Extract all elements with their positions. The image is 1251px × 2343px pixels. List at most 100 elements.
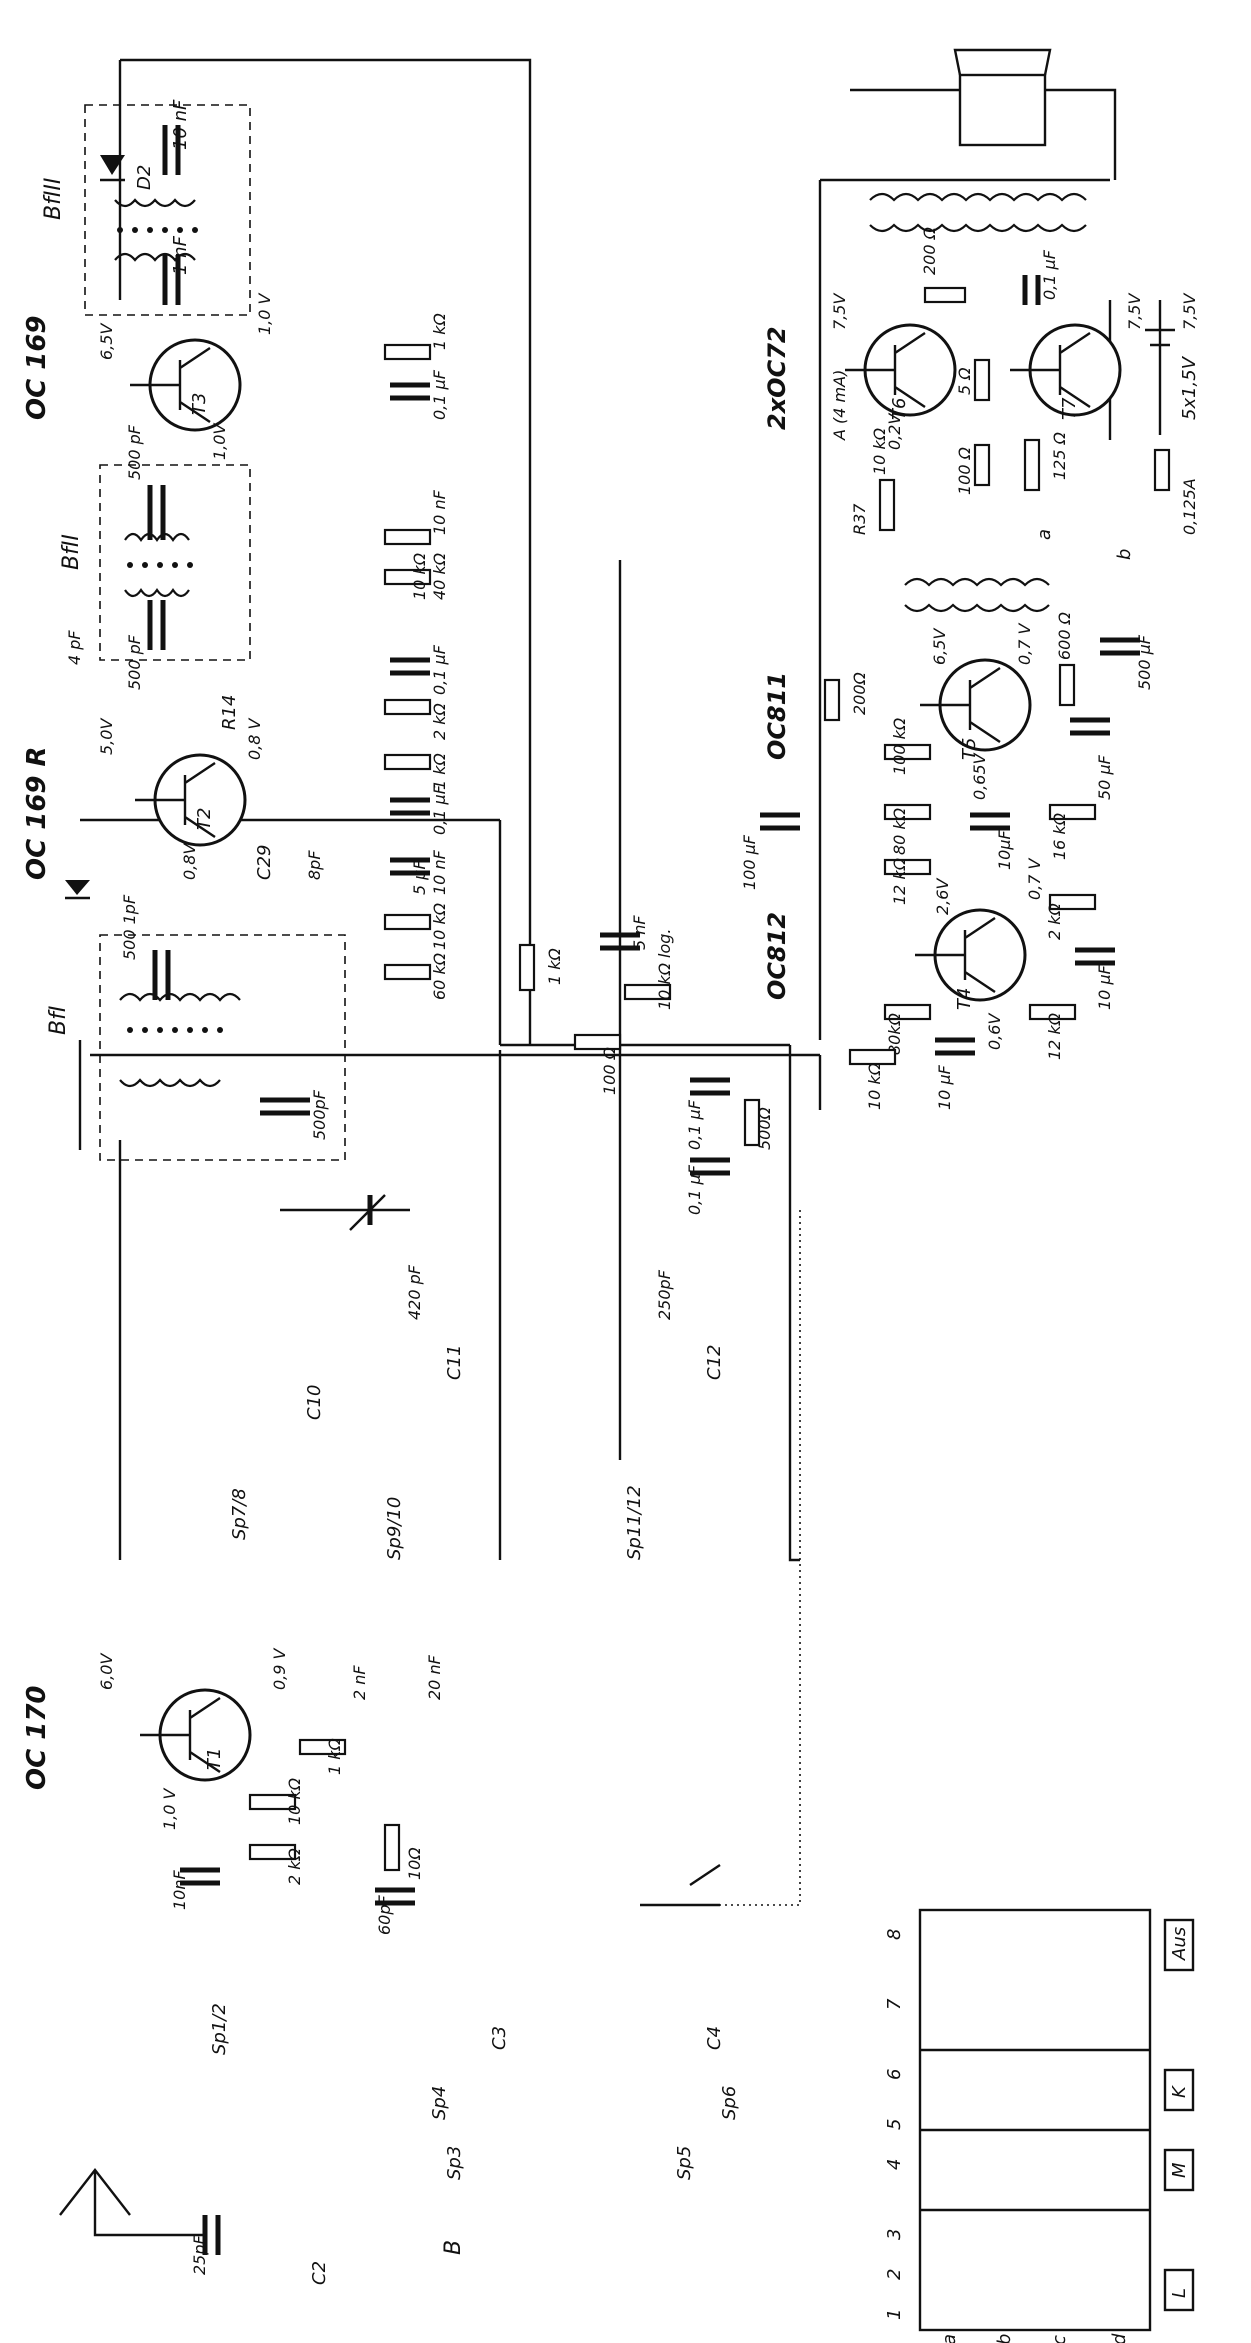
t2-b-volt: 0,8V [180, 843, 199, 880]
c-01uf-out: 0,1 μF [1040, 249, 1059, 300]
legend-col-3: 3 [884, 2229, 905, 2240]
button-m[interactable] [1163, 2148, 1195, 2192]
t4-b-volt: 0,6V [985, 1013, 1004, 1050]
r-40k: 40 kΩ [430, 552, 449, 600]
t5-ref: T5 [959, 738, 980, 760]
c12-label: C12 [704, 1345, 725, 1380]
c-500uf: 500 μF [1135, 634, 1154, 690]
r-1k-t1: 1 kΩ [325, 1737, 344, 1775]
sp910-label: Sp9/10 [384, 1497, 405, 1560]
if-passives: 1 kΩ 0,1 μF 10 nF 40 kΩ 10 kΩ 0,1 μF 2 k… [383, 312, 774, 1215]
t6-b-volt: 0,2V [885, 413, 904, 450]
legend-row-a: a [939, 2334, 960, 2343]
transistor-t5: T5 OC811 6,5V 0,7 V 0,65V [763, 622, 1034, 800]
r-2k-t2: 2 kΩ [430, 702, 449, 740]
c-1nf-bf3: 1 nF [170, 235, 191, 275]
c10-label: C10 [304, 1385, 325, 1420]
r-200-out: 200 Ω [920, 226, 939, 275]
button-k[interactable] [1163, 2068, 1195, 2112]
point-b-antenna: B [441, 2240, 466, 2255]
c-2nf: 2 nF [350, 1665, 369, 1700]
meter-label: A (4 mA) [830, 370, 849, 441]
r-100k: 100 kΩ [890, 717, 909, 775]
r-5: 5 Ω [955, 367, 974, 395]
t6-ref: T6 [889, 398, 910, 420]
legend-row-d: d [1109, 2333, 1130, 2343]
transistor-t1: T1 OC 170 6,0V 0,9 V 1,0 V [22, 1647, 289, 1830]
t5-type: OC811 [763, 672, 791, 760]
r-100-out: 100 Ω [955, 446, 974, 495]
c-10nf-bf3: 10 nF [170, 99, 191, 150]
pot-125: 125 Ω [1050, 431, 1069, 480]
legend-col-4: 4 [884, 2159, 905, 2170]
c-500pf-bf1: 500pF [310, 1089, 329, 1140]
point-b: b [1114, 549, 1135, 560]
c-100uf: 100 μF [740, 834, 759, 890]
r-10k-bf2: 10 kΩ [410, 552, 429, 600]
sp1112-label: Sp11/12 [624, 1485, 645, 1560]
r-80k: 80kΩ [885, 1012, 904, 1055]
t1-c-volt: 6,0V [97, 1653, 116, 1690]
t5-b-volt: 0,65V [970, 752, 989, 800]
t7-ref: T7 [1059, 397, 1080, 420]
t5-c-volt: 6,5V [930, 628, 949, 665]
c-01uf-e: 0,1 μF [685, 1164, 704, 1215]
button-l[interactable] [1163, 2268, 1195, 2312]
t2-e-volt: 0,8 V [245, 717, 264, 760]
c-01uf-d: 0,1 μF [685, 1099, 704, 1150]
c-500-1pf: 500 1pF [120, 894, 139, 960]
c-10uf-t4: 10 μF [1095, 964, 1114, 1010]
legend-col-8: 8 [884, 1929, 905, 1940]
c-500pf-bf2b: 500 pF [125, 634, 144, 690]
legend-col-1: 1 [884, 2309, 905, 2320]
button-aus[interactable] [1163, 1918, 1195, 1972]
c-25pf: 25pF [190, 2234, 209, 2275]
c-8pf: 8pF [305, 850, 324, 880]
output-stage: 200 Ω 0,1 μF 5 Ω 100 Ω 125 Ω R37 10 kΩ A… [823, 48, 1200, 800]
r-200ohm: 200Ω [850, 671, 869, 715]
c-10nf-a: 10nF [170, 1870, 189, 1911]
transistor-t4: T4 OC812 2,6V 0,7 V 0,6V [763, 857, 1044, 1050]
t2-type: OC 169 R [22, 746, 52, 880]
if-transformer-bf1: BfI 500 1pF 500pF [46, 894, 346, 1161]
button-l-label: L [1169, 2288, 1190, 2298]
c4-label: C4 [704, 2026, 725, 2050]
sp4-label: Sp4 [429, 2086, 450, 2120]
c-60pf: 60pF [375, 1894, 394, 1935]
r-1k-t3: 1 kΩ [430, 312, 449, 350]
legend-row-c: c [1049, 2335, 1070, 2343]
r-10k-t1: 10 kΩ [285, 1777, 304, 1825]
c11-label: C11 [444, 1345, 465, 1380]
r-2k: 2 kΩ [285, 1847, 304, 1885]
c29-label: C29 [254, 845, 275, 880]
t1-e-volt: 0,9 V [270, 1647, 289, 1690]
r-60k: 60 kΩ [430, 952, 449, 1000]
t1-b-volt: 1,0 V [160, 1787, 179, 1830]
sp5-label: Sp5 [674, 2146, 695, 2180]
t6-c-volt: 7,5V [830, 293, 849, 330]
battery-volt: 7,5V [1180, 293, 1199, 330]
r-1k-vol: 1 kΩ [545, 947, 564, 985]
r-10ohm: 10Ω [405, 1847, 424, 1880]
t4-type: OC812 [763, 912, 791, 1000]
sp6-label: Sp6 [719, 2086, 740, 2120]
c-01uf-b: 0,1 μF [430, 644, 449, 695]
t1-type: OC 170 [22, 1685, 52, 1790]
c-01uf-a: 0,1 μF [430, 784, 449, 835]
c-50uf: 50 μF [1095, 754, 1114, 800]
switch-legend: 1 2 3 4 5 6 7 8 a b c d L M K Aus [884, 1908, 1195, 2343]
bf2-label: BfII [59, 534, 84, 570]
speaker-icon [958, 73, 1047, 147]
r37-label: R37 [850, 503, 869, 535]
legend-grid [918, 1908, 1152, 2332]
t4-e-volt: 0,7 V [1025, 857, 1044, 900]
sp12-label: Sp1/2 [209, 2003, 230, 2055]
r-2k-t4: 2 kΩ [1045, 902, 1064, 940]
t7-c-volt: 7,5V [1125, 293, 1144, 330]
transistor-t2: T2 OC 169 R 5,0V 0,8 V 0,8V R14 C29 8pF [22, 695, 324, 900]
c-20nf: 20 nF [425, 1654, 444, 1700]
legend-col-7: 7 [884, 1998, 905, 2010]
t2-c-volt: 5,0V [97, 718, 116, 755]
c2-label: C2 [309, 2261, 330, 2285]
t3-b-volt: 1,0V [210, 423, 229, 460]
